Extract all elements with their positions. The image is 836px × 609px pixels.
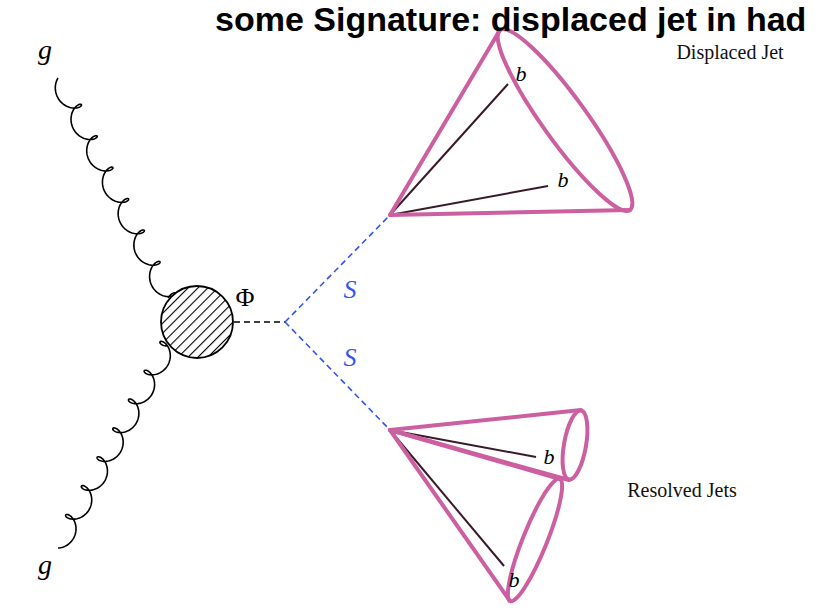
vertex-blob [161,286,233,358]
jet-cone-mouth [482,17,648,223]
jet-label: Resolved Jets [627,480,736,500]
jet-cone [390,30,500,215]
jet-cone [390,430,569,480]
jet-cone-mouth [558,409,592,482]
gluon-label: g [38,551,52,579]
jet-cone [390,430,510,601]
s-propagator [285,322,390,430]
jet-cone-mouth [499,474,571,605]
scalar-label: S [344,345,357,371]
vertex-blob-ground [161,286,233,358]
jet-cone [390,430,560,479]
mediator-label: Φ [235,285,254,311]
b-quark-label: b [544,446,555,468]
scalar-label: S [344,277,357,303]
s-propagator [285,215,390,322]
jet-cone [390,210,630,215]
b-quark-label: b [558,169,569,191]
gluon-line [55,78,175,298]
b-quark-line [390,430,504,566]
slide-title: some Signature: displaced jet in had [215,2,806,36]
b-quark-label: b [509,569,520,591]
b-quark-line [390,84,508,215]
gluon-line [58,341,170,548]
phi-propagator [234,321,285,323]
gluon-label: g [38,36,52,64]
jet-cone [390,410,581,430]
b-quark-label: b [516,63,527,85]
jet-label: Displaced Jet [676,42,783,62]
